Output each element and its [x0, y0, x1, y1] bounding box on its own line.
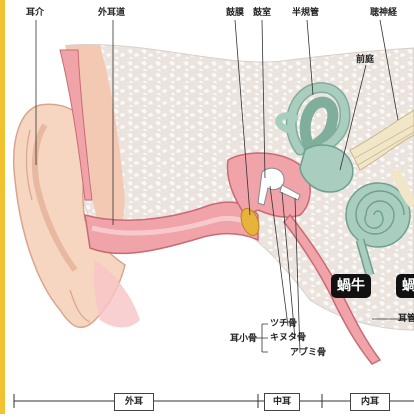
- label-malleus: ツチ骨: [270, 319, 297, 329]
- label-incus: キヌタ骨: [270, 333, 306, 343]
- label-ear-canal: 外耳道: [98, 8, 125, 18]
- section-inner-ear: 内耳: [350, 393, 390, 411]
- label-eustachian-tube: 耳管: [398, 314, 414, 324]
- cochlea-badge: 蝸牛: [331, 274, 371, 298]
- cochlea-badge-partial: 蝸: [396, 274, 414, 298]
- frame-accent: [0, 0, 5, 414]
- label-auricle: 耳介: [26, 8, 44, 18]
- label-tympanic-cavity: 鼓室: [253, 8, 271, 18]
- section-middle-ear: 中耳: [264, 393, 300, 411]
- label-semicircular-canals: 半規管: [292, 8, 319, 18]
- label-auditory-nerve: 聴神経: [370, 8, 397, 18]
- label-ossicles: 耳小骨: [230, 334, 257, 344]
- label-eardrum: 鼓膜: [226, 8, 244, 18]
- section-outer-ear: 外耳: [114, 393, 154, 411]
- label-stapes: アブミ骨: [290, 348, 326, 358]
- label-vestibule: 前庭: [356, 55, 374, 65]
